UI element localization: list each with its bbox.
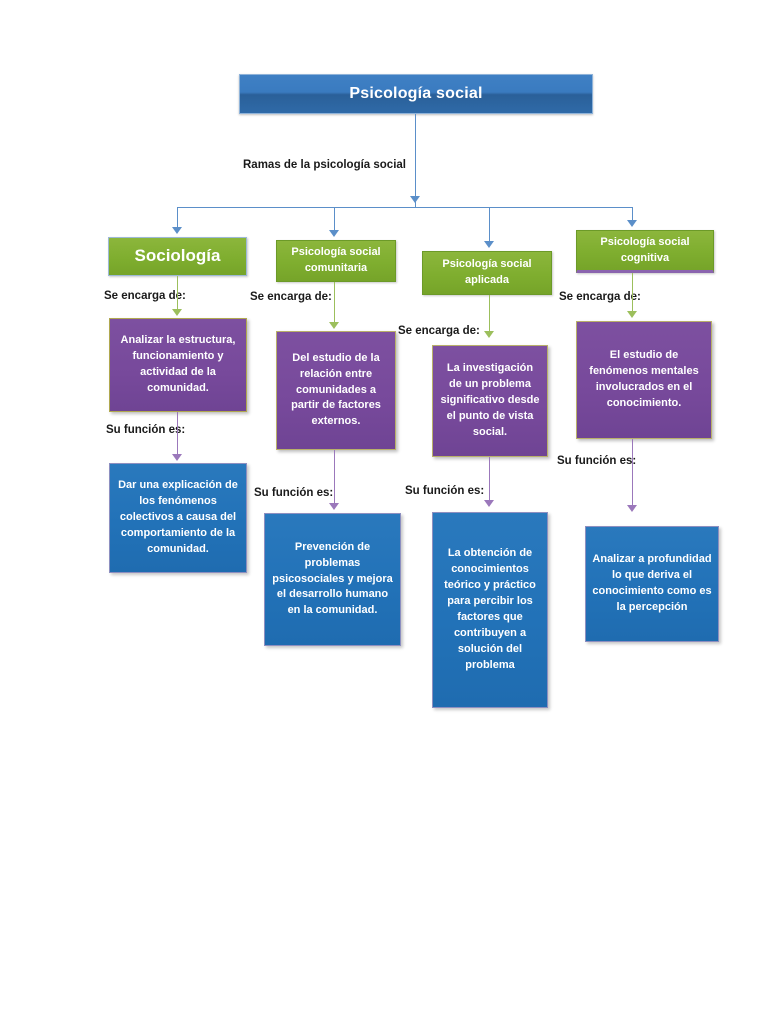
function-node-text: La obtención de conocimientos teórico y … [444, 547, 536, 671]
function-node-comunitaria[interactable]: Prevención de problemas psicosociales y … [264, 513, 401, 646]
function-node-aplicada[interactable]: La obtención de conocimientos teórico y … [432, 512, 548, 708]
branch-node-comunitaria[interactable]: Psicología social comunitaria [276, 240, 396, 282]
branch-1-funcion-connector [177, 412, 178, 456]
branch-node-label: Psicología social comunitaria [291, 246, 381, 274]
branch-3-funcion-label: Su función es: [405, 485, 485, 497]
detail-node-text: Analizar la estructura, funcionamiento y… [120, 334, 236, 394]
detail-node-text: El estudio de fenómenos mentales involuc… [589, 349, 699, 409]
branch-4-funcion-label: Su función es: [557, 455, 637, 467]
branch-node-label: Sociología [134, 246, 221, 266]
connector-branch-bus [177, 207, 633, 208]
root-connector-label: Ramas de la psicología social [243, 159, 406, 171]
connector-drop-4 [632, 207, 633, 222]
branch-2-funcion-connector [334, 450, 335, 505]
branch-3-encarga-connector [489, 295, 490, 333]
branch-3-funcion-connector [489, 457, 490, 502]
function-node-text: Prevención de problemas psicosociales y … [272, 540, 393, 617]
detail-node-text: Del estudio de la relación entre comunid… [291, 351, 381, 428]
branch-3-encarga-arrow [484, 331, 494, 338]
connector-drop-3 [489, 207, 490, 243]
root-node-psicologia-social[interactable]: Psicología social [239, 74, 593, 114]
root-node-label: Psicología social [349, 85, 483, 103]
branch-1-funcion-label: Su función es: [106, 424, 186, 436]
connector-drop-4-arrow [627, 220, 637, 227]
detail-node-sociologia[interactable]: Analizar la estructura, funcionamiento y… [109, 318, 247, 412]
connector-drop-2-arrow [329, 230, 339, 237]
branch-2-encarga-connector [334, 282, 335, 324]
branch-node-label: Psicología social cognitiva [600, 235, 690, 264]
branch-3-funcion-arrow [484, 500, 494, 507]
branch-node-cognitiva[interactable]: Psicología social cognitiva [576, 230, 714, 273]
branch-4-encarga-label: Se encarga de: [559, 291, 641, 303]
function-node-cognitiva[interactable]: Analizar a profundidad lo que deriva el … [585, 526, 719, 642]
function-node-sociologia[interactable]: Dar una explicación de los fenómenos col… [109, 463, 247, 573]
branch-1-funcion-arrow [172, 454, 182, 461]
branch-1-encarga-arrow [172, 309, 182, 316]
connector-drop-1 [177, 207, 178, 229]
branch-3-encarga-label: Se encarga de: [398, 325, 480, 337]
connector-root-arrow [410, 196, 420, 203]
branch-4-encarga-arrow [627, 311, 637, 318]
branch-4-encarga-connector [632, 273, 633, 313]
connector-drop-3-arrow [484, 241, 494, 248]
branch-2-funcion-label: Su función es: [254, 487, 334, 499]
detail-node-cognitiva[interactable]: El estudio de fenómenos mentales involuc… [576, 321, 712, 439]
branch-node-sociologia[interactable]: Sociología [108, 237, 247, 276]
detail-node-comunitaria[interactable]: Del estudio de la relación entre comunid… [276, 331, 396, 450]
branch-4-funcion-arrow [627, 505, 637, 512]
detail-node-text: La investigación de un problema signific… [440, 362, 540, 438]
branch-2-encarga-label: Se encarga de: [250, 291, 332, 303]
detail-node-aplicada[interactable]: La investigación de un problema signific… [432, 345, 548, 457]
branch-1-encarga-connector [177, 276, 178, 311]
branch-node-label: Psicología social aplicada [442, 258, 532, 286]
branch-2-funcion-arrow [329, 503, 339, 510]
connector-drop-1-arrow [172, 227, 182, 234]
branch-1-encarga-label: Se encarga de: [104, 290, 186, 302]
function-node-text: Analizar a profundidad lo que deriva el … [592, 553, 712, 613]
connector-drop-2 [334, 207, 335, 232]
function-node-text: Dar una explicación de los fenómenos col… [118, 479, 238, 555]
branch-node-aplicada[interactable]: Psicología social aplicada [422, 251, 552, 295]
branch-4-funcion-connector [632, 439, 633, 507]
branch-2-encarga-arrow [329, 322, 339, 329]
connector-root-vertical [415, 114, 416, 207]
